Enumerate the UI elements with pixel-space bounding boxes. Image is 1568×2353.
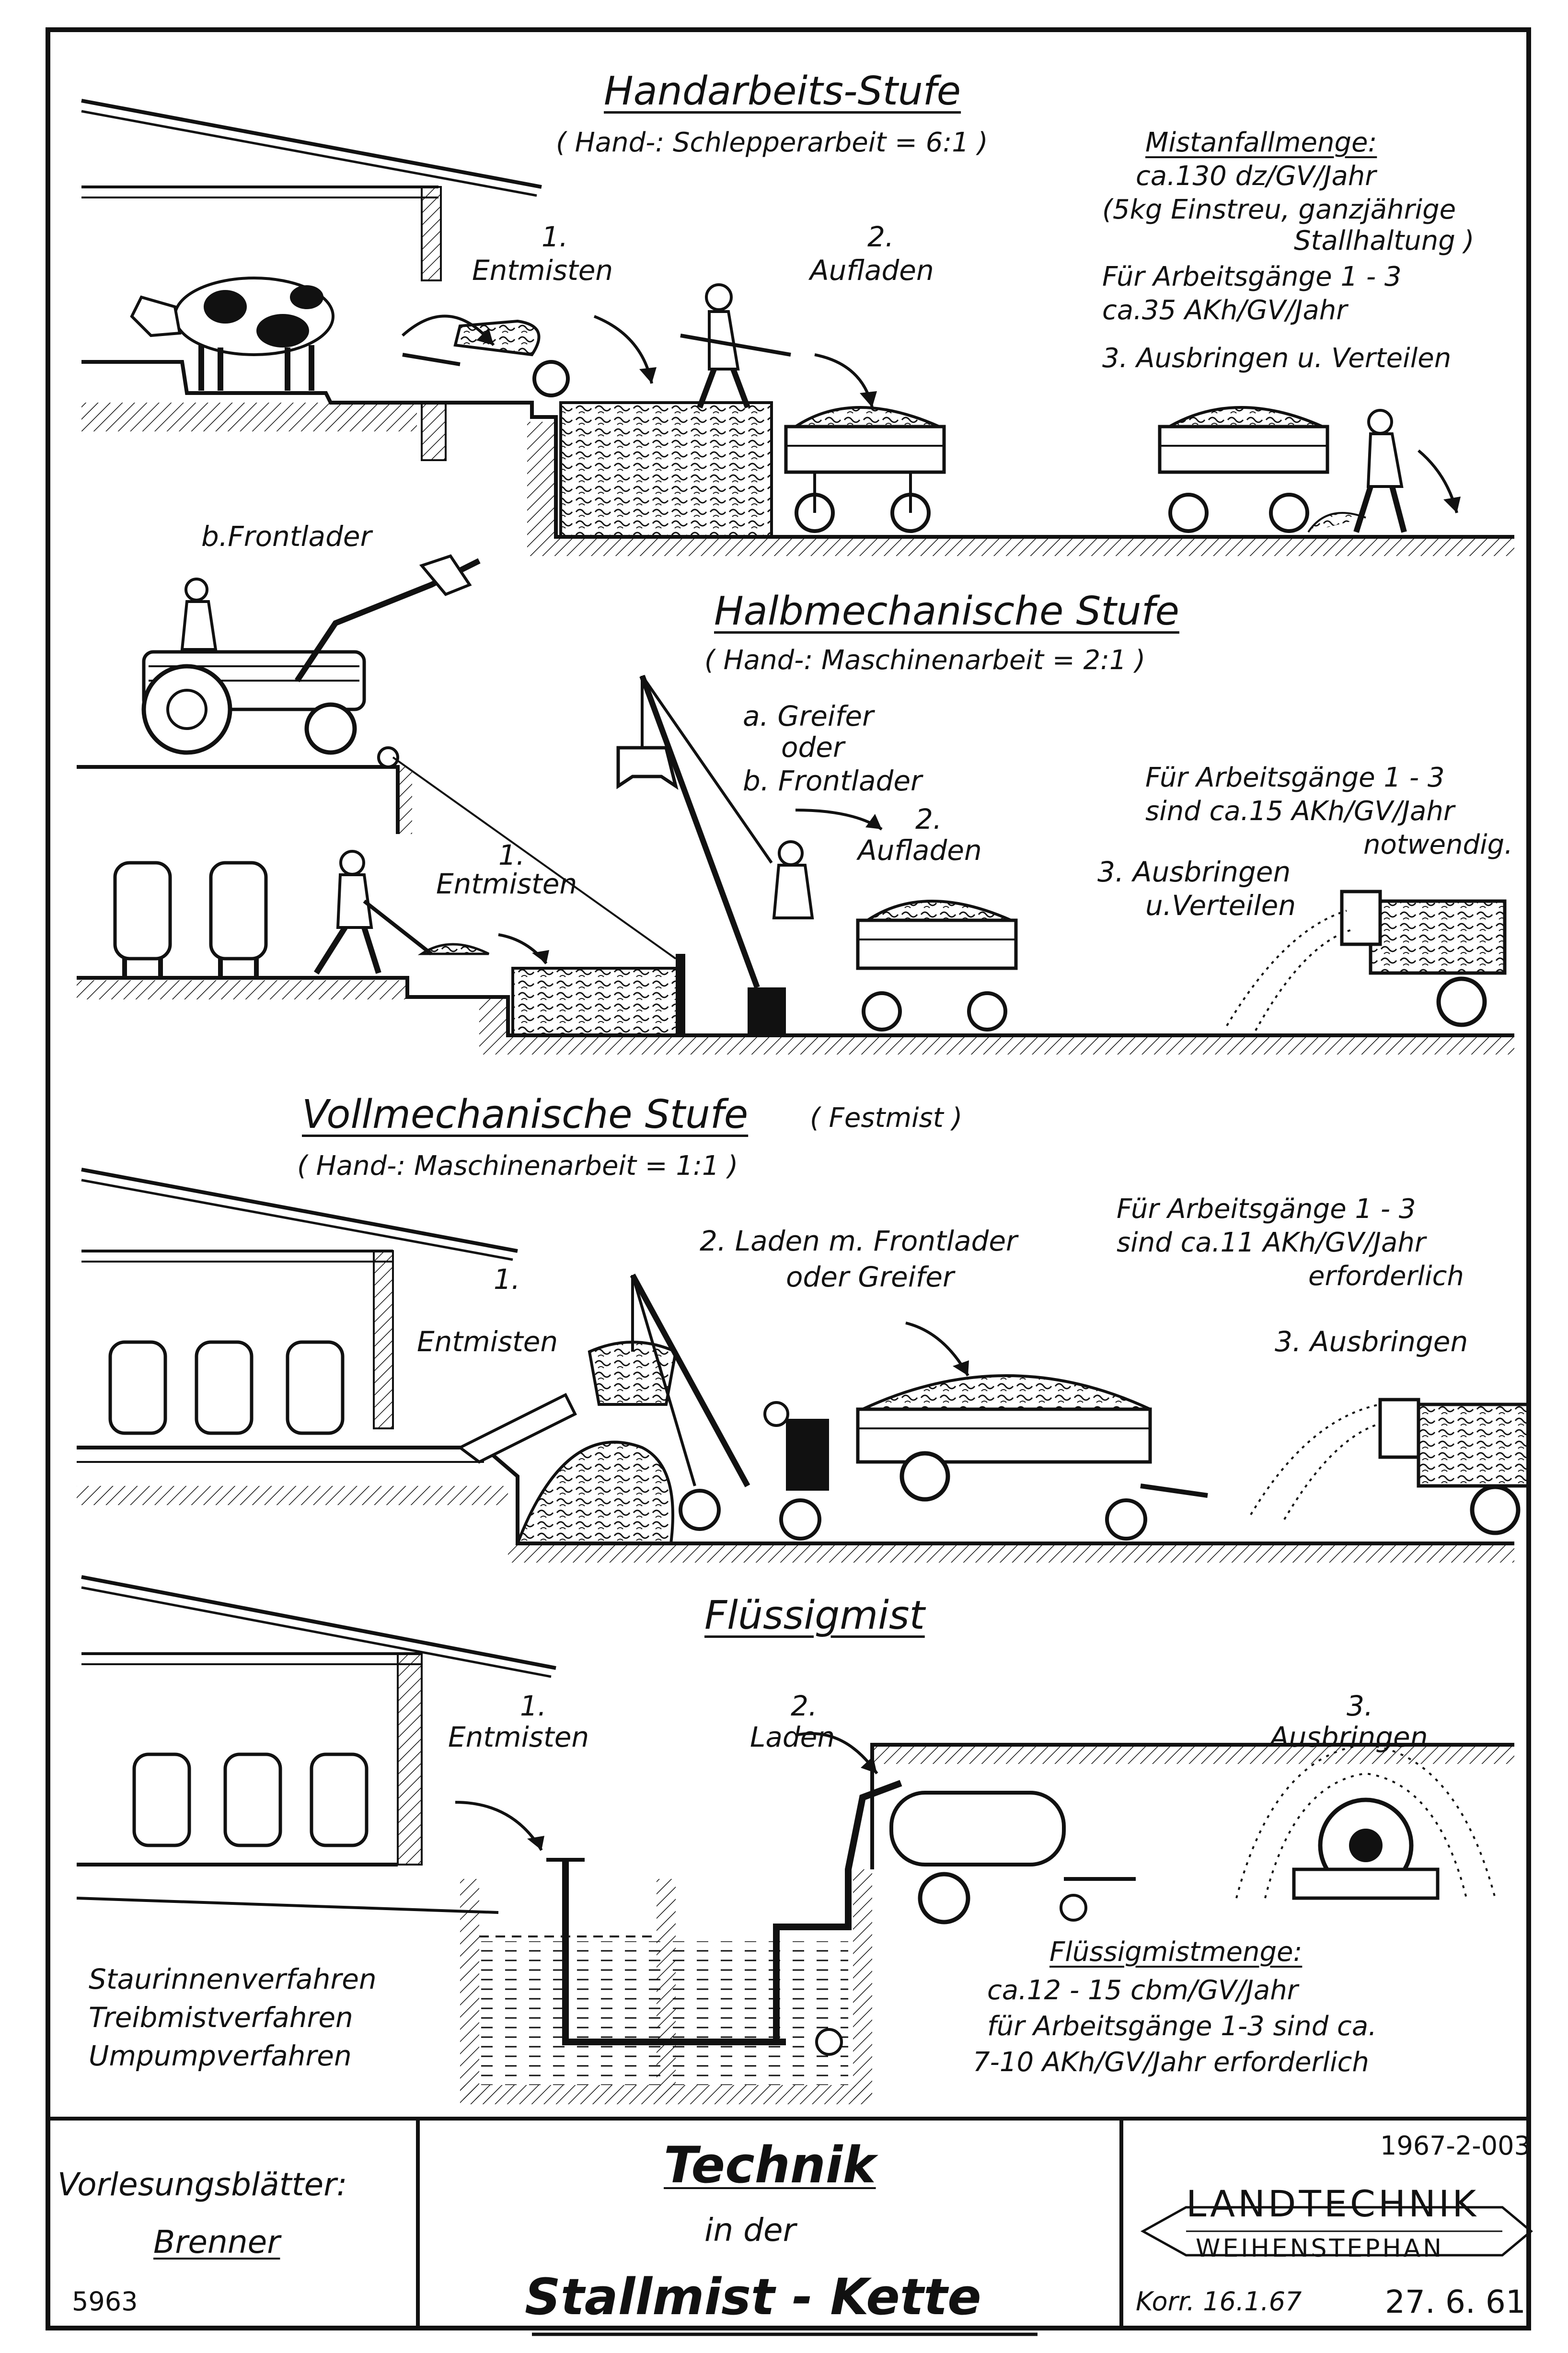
cows-rear-2-illustration (108, 1340, 345, 1435)
section1-step1-label: Entmisten (472, 254, 613, 287)
wagon-2-illustration (1158, 406, 1407, 533)
section2-ratio: ( Hand-: Maschinenarbeit = 2:1 ) (704, 645, 1146, 676)
section2-info-line-3: notwendig. (1363, 829, 1513, 860)
section3-title: Vollmechanische Stufe (302, 1092, 749, 1137)
section4-method-3: Umpumpverfahren (89, 2040, 352, 2072)
cows-rear-illustration (113, 861, 268, 978)
section4-info-line-1: ca.12 - 15 cbm/GV/Jahr (987, 1975, 1298, 2006)
section4-info-head: Flüssigmistmenge: (1049, 1936, 1303, 1968)
section1-info-line-1: ca.130 dz/GV/Jahr (1136, 161, 1376, 192)
section4-illustration (76, 1575, 1514, 2104)
section1-info-head: Mistanfallmenge: (1145, 127, 1377, 158)
section4-step2-num: 2. (791, 1690, 818, 1722)
section1-step1-num: 1. (542, 220, 568, 253)
section4-method-1: Staurinnenverfahren (89, 1963, 377, 1995)
section2-step1-label: Entmisten (436, 868, 577, 900)
section3-step2-label-a: 2. Laden m. Frontlader (700, 1225, 1017, 1257)
spraying-tanker-illustration (1235, 1743, 1496, 1900)
wagon-1-illustration (784, 406, 946, 533)
section4-title: Flüssigmist (704, 1593, 925, 1638)
section3-illustration (77, 1168, 1531, 1563)
outer-frame (46, 27, 1531, 2330)
section1-step2-label: Aufladen (810, 254, 934, 287)
section4-step1-label: Entmisten (448, 1721, 589, 1753)
section4-step3-num: 3. (1347, 1690, 1373, 1722)
section3-info-line-3: erforderlich (1308, 1261, 1464, 1292)
section4-step1-num: 1. (520, 1690, 547, 1722)
section2-option-a: a. Greifer (743, 700, 874, 732)
crane-loader-illustration (588, 1274, 829, 1541)
section2-step3-label-b: u.Verteilen (1145, 889, 1296, 922)
section4-method-2: Treibmistverfahren (89, 2001, 353, 2034)
section1-info-line-3: Stallhaltung ) (1294, 225, 1475, 256)
section2-illustration (77, 554, 1514, 1055)
section2-step3-label-a: 3. Ausbringen (1097, 856, 1291, 888)
farmer-fork-illustration (680, 283, 791, 409)
footer-document-id: 1967-2-003 (1380, 2131, 1531, 2161)
section3-step3-label: 3. Ausbringen (1275, 1325, 1468, 1358)
section3-title-note: ( Festmist ) (810, 1102, 963, 1134)
footer-correction-note: Korr. 16.1.67 (1136, 2286, 1302, 2317)
section2-step2-label: Aufladen (858, 834, 982, 867)
section2-title: Halbmechanische Stufe (714, 589, 1179, 634)
section1-step3-label: 3. Ausbringen u. Verteilen (1102, 343, 1452, 374)
section1-info-line-4: Für Arbeitsgänge 1 - 3 (1102, 261, 1402, 292)
section2-info-line-2: sind ca.15 AKh/GV/Jahr (1145, 796, 1454, 827)
grab-crane-illustration (616, 674, 814, 1035)
section1-illustration (81, 99, 1514, 556)
trailer-illustration (856, 1374, 1208, 1541)
section4-info-line-2: für Arbeitsgänge 1-3 sind ca. (987, 2011, 1377, 2042)
spreader-2-illustration (1250, 1398, 1531, 1535)
section4-step3-label: Ausbringen (1270, 1721, 1428, 1753)
tanker-illustration (889, 1791, 1136, 1924)
section1-frontlader-label: b.Frontlader (201, 520, 372, 553)
tractor-frontlader-illustration (141, 554, 481, 755)
section3-info-line-1: Für Arbeitsgänge 1 - 3 (1117, 1194, 1416, 1225)
footer-logo-bottom-text: WEIHENSTEPHAN (1196, 2234, 1444, 2263)
landtechnik-logo (1140, 2206, 1533, 2257)
section3-step2-label-b: oder Greifer (786, 1261, 954, 1293)
footer-stamp-number: 5963 (72, 2286, 138, 2317)
section3-info-line-2: sind ca.11 AKh/GV/Jahr (1117, 1227, 1426, 1258)
footer-logo-top-text: LANDTECHNIK (1186, 2182, 1479, 2225)
section1-info-line-2: (5kg Einstreu, ganzjährige (1102, 194, 1456, 225)
section2-option-oder: oder (781, 731, 844, 764)
section4-info-line-3: 7-10 AKh/GV/Jahr erforderlich (973, 2047, 1369, 2078)
footer-title-in-der: in der (704, 2212, 796, 2249)
section2-step1-num: 1. (498, 839, 525, 871)
section1-info-line-5: ca.35 AKh/GV/Jahr (1102, 295, 1348, 326)
footer-title-technik: Technik (664, 2136, 876, 2194)
wagon-3-illustration (856, 900, 1018, 1032)
section4-step2-label: Laden (750, 1721, 835, 1753)
section3-step1-num: 1. (494, 1263, 520, 1296)
section3-ratio: ( Hand-: Maschinenarbeit = 1:1 ) (297, 1150, 738, 1182)
footer-author-name: Brenner (153, 2224, 280, 2260)
spreader-1-illustration (1226, 890, 1507, 1031)
footer-title-stallmist-kette: Stallmist - Kette (525, 2268, 981, 2326)
farmer-scraper-illustration (313, 850, 490, 975)
footer-lecture-sheets-label: Vorlesungsblätter: (58, 2166, 347, 2203)
footer-date: 27. 6. 61 (1385, 2283, 1526, 2320)
cows-rear-3-illustration (132, 1752, 369, 1847)
section2-option-b: b. Frontlader (743, 765, 922, 797)
section1-step2-num: 2. (867, 220, 894, 253)
section1-title: Handarbeits-Stufe (604, 69, 961, 114)
section2-step2-num: 2. (915, 803, 942, 835)
section2-info-line-1: Für Arbeitsgänge 1 - 3 (1145, 762, 1445, 793)
section3-step1-label: Entmisten (417, 1325, 558, 1358)
cow-illustration (130, 277, 334, 391)
section1-ratio: ( Hand-: Schlepperarbeit = 6:1 ) (556, 127, 988, 158)
